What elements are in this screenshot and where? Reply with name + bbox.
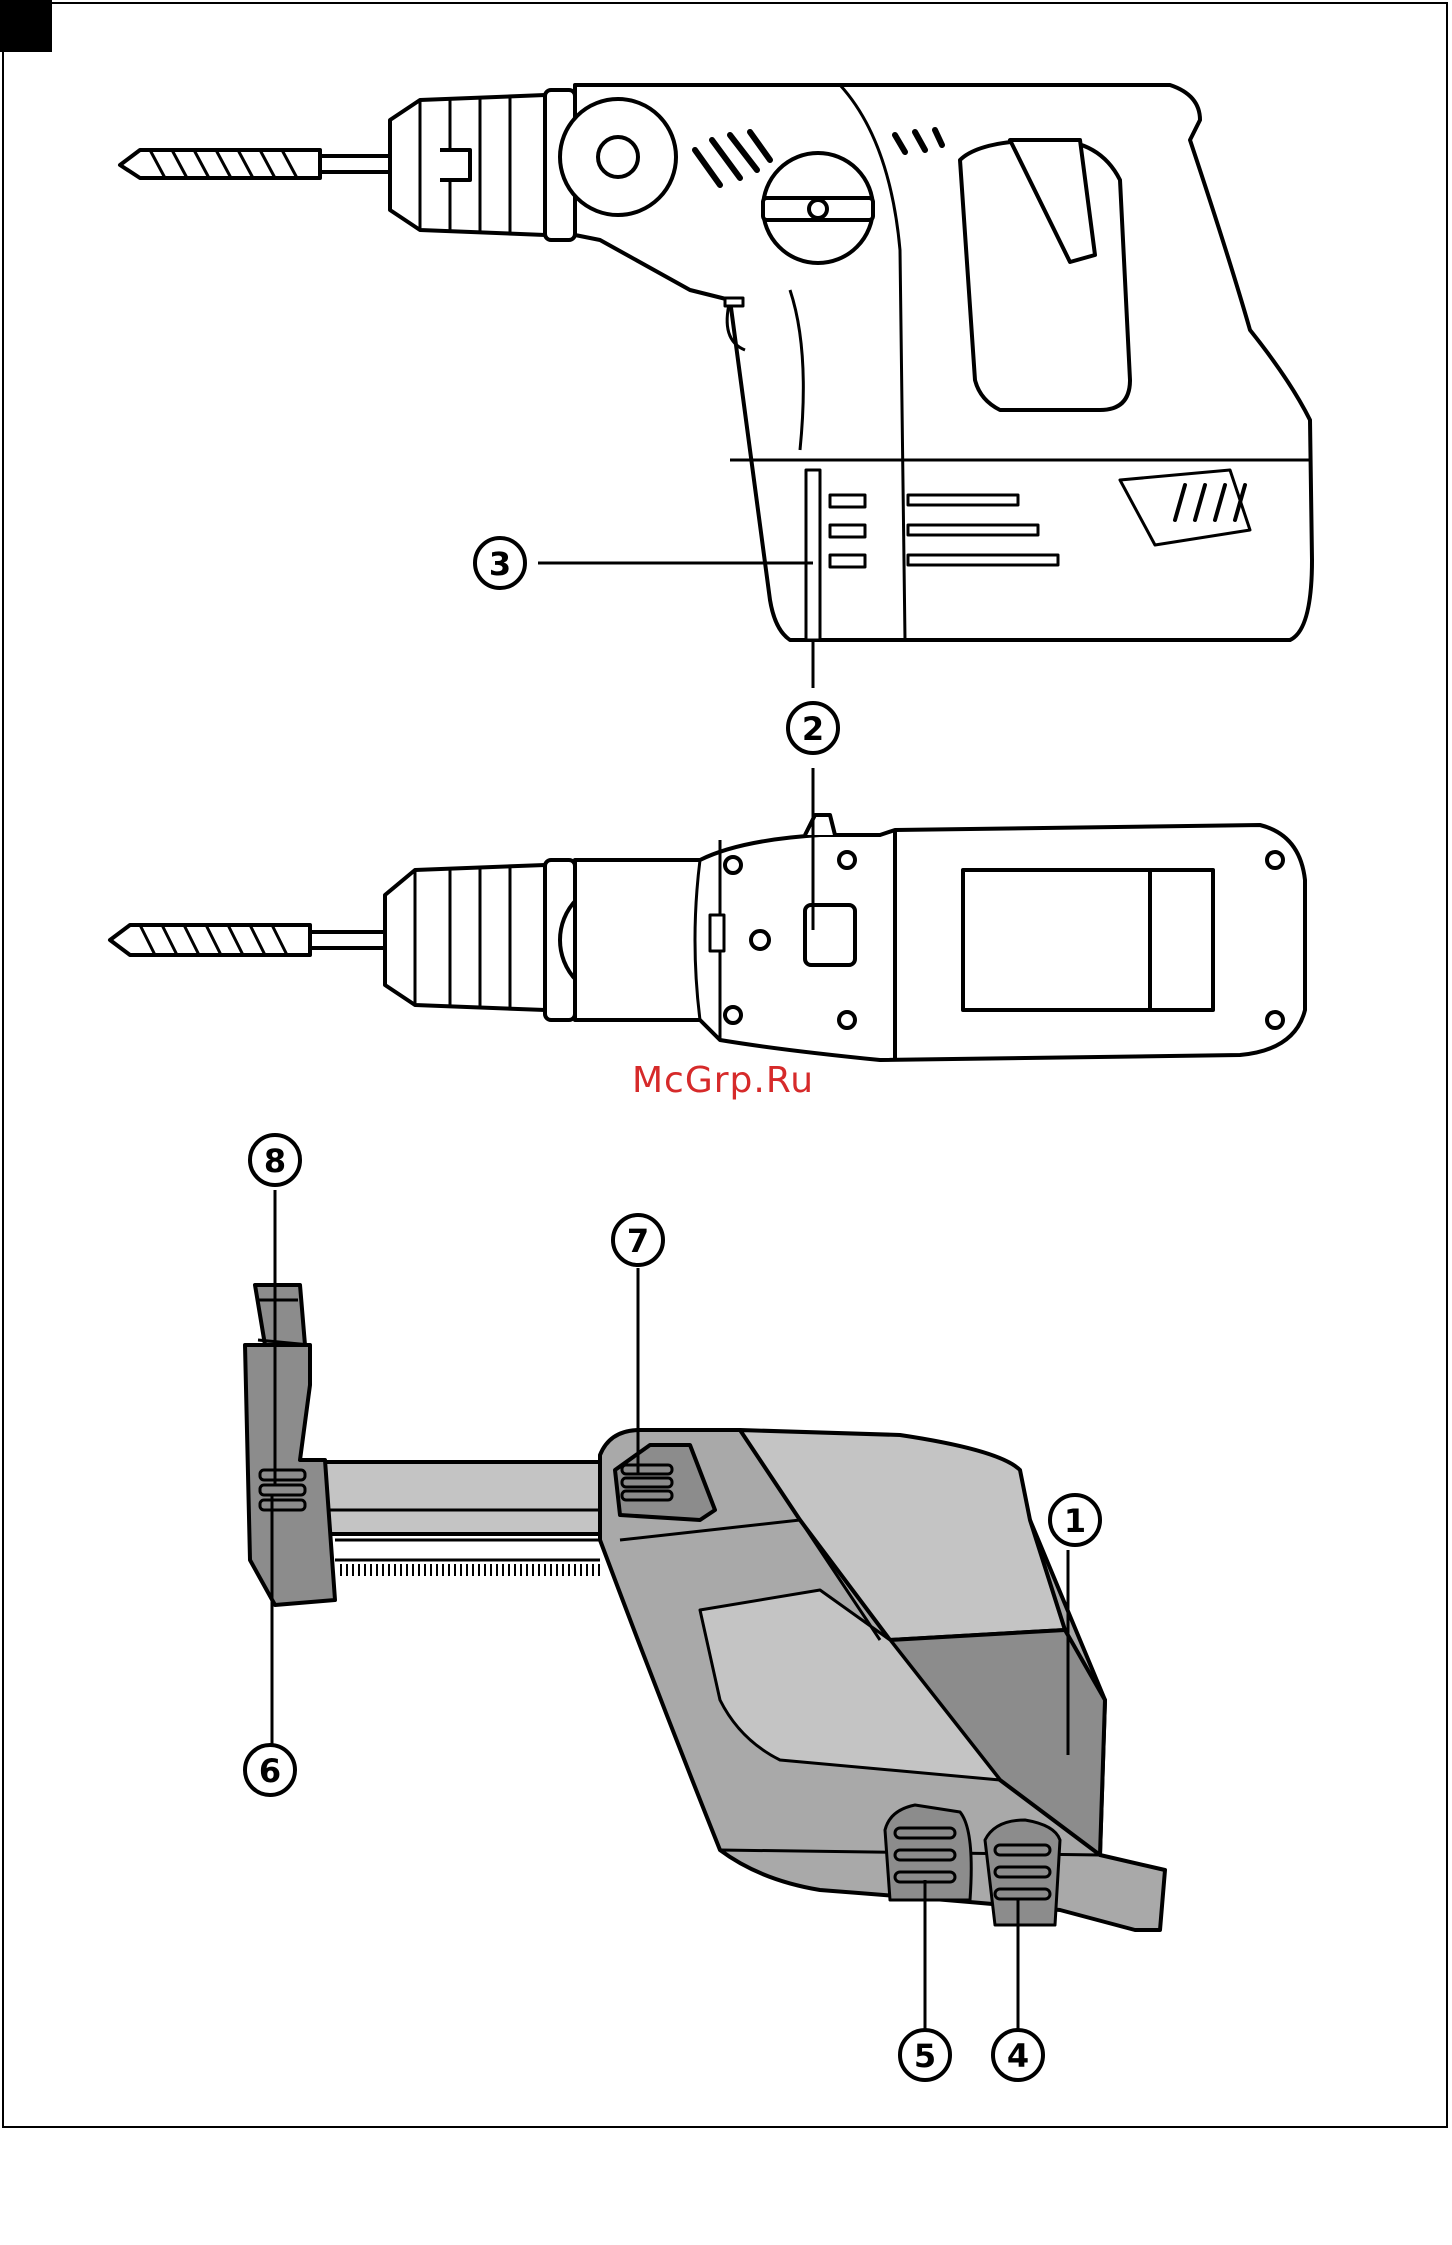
svg-text:1: 1 bbox=[1064, 1502, 1086, 1540]
filter-button-4 bbox=[985, 1820, 1060, 1925]
svg-text:7: 7 bbox=[627, 1222, 649, 1260]
rating-plate-strip bbox=[806, 470, 820, 640]
chuck-top bbox=[385, 865, 545, 1010]
callout-8: 8 bbox=[250, 1135, 300, 1185]
nozzle-head bbox=[255, 1285, 305, 1345]
telescopic-tube bbox=[305, 1462, 605, 1534]
svg-text:2: 2 bbox=[802, 710, 824, 748]
dust-removal-module bbox=[245, 1285, 1165, 1930]
filter-button-5 bbox=[885, 1805, 971, 1900]
callout-3: 3 bbox=[475, 538, 525, 588]
svg-text:8: 8 bbox=[264, 1142, 286, 1180]
callout-7: 7 bbox=[613, 1215, 663, 1265]
callout-4: 4 bbox=[993, 2030, 1043, 2080]
callout-2: 2 bbox=[788, 703, 838, 753]
callout-1: 1 bbox=[1050, 1495, 1100, 1545]
svg-text:3: 3 bbox=[489, 545, 511, 583]
release-button-6 bbox=[260, 1470, 305, 1510]
svg-text:4: 4 bbox=[1007, 2037, 1029, 2075]
top-panel bbox=[963, 870, 1213, 1010]
drill-top-view bbox=[110, 815, 1305, 1060]
callout-5: 5 bbox=[900, 2030, 950, 2080]
drill-side-view bbox=[120, 85, 1312, 640]
svg-text:6: 6 bbox=[259, 1752, 281, 1790]
svg-text:5: 5 bbox=[914, 2037, 936, 2075]
callout-6: 6 bbox=[245, 1745, 295, 1795]
watermark-text: McGrp.Ru bbox=[632, 1060, 814, 1101]
